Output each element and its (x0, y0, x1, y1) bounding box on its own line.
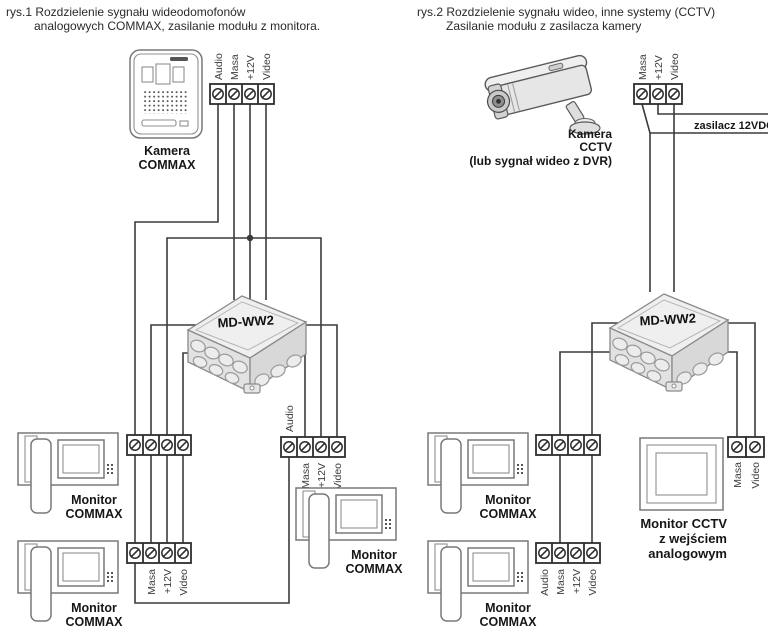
cctv-monitor-caption-2: z wejściem (659, 531, 727, 546)
fig2-camera-caption-2: CCTV (579, 140, 612, 154)
fig2-cam-term-video: Video (669, 53, 681, 80)
cctv-term-masa: Masa (732, 462, 744, 488)
fig1-cam-term-video: Video (261, 53, 273, 80)
fig1-monitor2-caption-1: Monitor (71, 601, 117, 615)
fig2-cam-term-masa: Masa (637, 54, 649, 80)
wire-12v-psu (657, 104, 768, 115)
fig2-monitor2-caption-2: COMMAX (480, 615, 538, 629)
fig1-mon3-term-video: Video (332, 463, 344, 490)
fig2-title-line2: Zasilanie modułu z zasilacza kamery (446, 19, 641, 33)
fig1-monitor3-caption-2: COMMAX (346, 562, 404, 576)
fig1-monitor2-caption-2: COMMAX (66, 615, 124, 629)
fig1-monitor3-caption-1: Monitor (351, 548, 397, 562)
door-camera-slot (170, 57, 188, 61)
fig1-title-line2: analogowych COMMAX, zasilanie modułu z m… (34, 19, 320, 33)
cctv-term-video: Video (750, 462, 762, 489)
fig1-cam-term-audio: Audio (213, 53, 225, 80)
wire-audio (134, 104, 290, 604)
fig1-mon2-term-video: Video (178, 569, 190, 596)
fig2-mon2-term-video: Video (587, 569, 599, 596)
cctv-monitor-caption-3: analogowym (648, 546, 727, 561)
fig1-mon3-term-masa: Masa (300, 463, 312, 489)
wire-masa-cctv (641, 103, 651, 292)
fig1-mon2-term-12v: +12V (162, 569, 174, 594)
fig2-camera-terminal-block (634, 84, 682, 104)
fig2-monitor1-caption-2: COMMAX (480, 507, 538, 521)
cctv-monitor (639, 437, 724, 511)
fig2-cam-term-12v: +12V (653, 55, 665, 80)
fig1-cam-term-masa: Masa (229, 54, 241, 80)
fig1-title-line1: rys.1 Rozdzielenie sygnału wideodomofonó… (6, 5, 246, 19)
fig1-camera-caption-2: COMMAX (139, 158, 197, 172)
fig2-monitor1-caption-1: Monitor (485, 493, 531, 507)
fig1-wires (134, 104, 338, 604)
fig1-monitor2-terminal-block (127, 543, 191, 563)
md-ww2-module: MD-WW2 (187, 295, 307, 394)
cctv-monitor-terminal-masa (728, 437, 746, 457)
fig1-mon3-term-12v: +12V (316, 463, 328, 488)
cctv-monitor-caption-1: Monitor CCTV (640, 516, 727, 531)
commax-door-camera (129, 49, 203, 139)
fig2-mon2-term-audio: Audio (539, 569, 551, 596)
fig2-module-label: MD-WW2 (639, 311, 696, 329)
fig1-camera-terminal-block (210, 84, 274, 104)
fig2-monitor2-terminal-block (536, 543, 600, 563)
figure-1: rys.1 Rozdzielenie sygnału wideodomofonó… (6, 5, 403, 629)
fig1-monitor1-caption-1: Monitor (71, 493, 117, 507)
fig2-camera-caption-1: Kamera (568, 127, 612, 141)
wire-12v-distribution (166, 237, 322, 563)
fig1-mon3-term-audio: Audio (284, 405, 296, 432)
psu-label: zasilacz 12VDC (694, 120, 768, 132)
fig2-mon2-term-masa: Masa (555, 569, 567, 595)
fig1-module-label: MD-WW2 (217, 313, 274, 331)
fig1-mon2-term-masa: Masa (146, 569, 158, 595)
fig1-monitor3-terminal-block (281, 437, 345, 457)
fig1-monitor1-caption-2: COMMAX (66, 507, 124, 521)
door-camera-speaker (143, 90, 189, 114)
cctv-monitor-terminal-video (746, 437, 764, 457)
fig2-monitor2-caption-1: Monitor (485, 601, 531, 615)
junction-dot (246, 234, 254, 242)
fig2-monitor1-terminal-block (536, 435, 600, 455)
figure-2: rys.2 Rozdzielenie sygnału wideo, inne s… (417, 5, 768, 629)
fig2-title-line1: rys.2 Rozdzielenie sygnału wideo, inne s… (417, 5, 715, 19)
fig1-camera-caption-1: Kamera (144, 144, 191, 158)
fig1-monitor1-terminal-block (127, 435, 191, 455)
fig2-mon2-term-12v: +12V (571, 569, 583, 594)
md-ww2-module-2: MD-WW2 (609, 293, 729, 392)
cctv-camera (484, 54, 601, 135)
fig2-camera-caption-3: (lub sygnał wideo z DVR) (469, 154, 612, 168)
fig1-cam-term-12v: +12V (245, 55, 257, 80)
